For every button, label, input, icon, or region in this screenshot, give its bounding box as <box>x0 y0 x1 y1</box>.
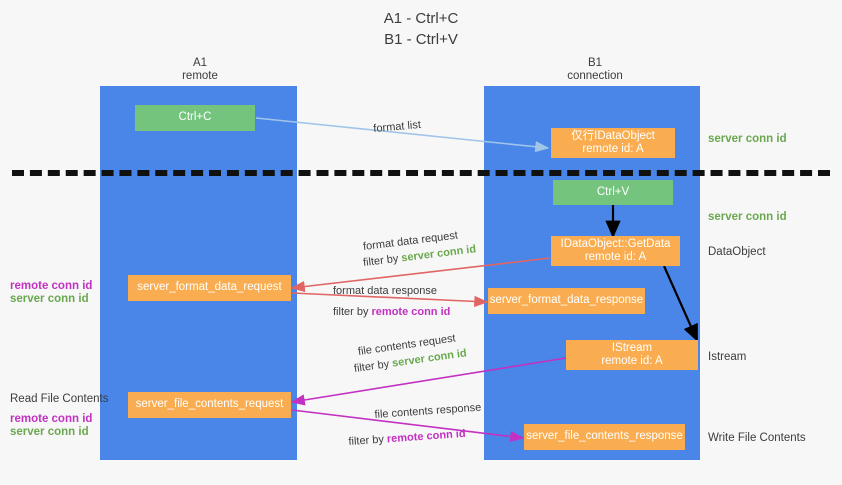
label-server-conn-id-second: server conn id <box>708 211 787 223</box>
box-idataobject-getdata-line1: IDataObject::GetData <box>560 237 671 250</box>
lane-b1-subtitle: connection <box>567 70 623 82</box>
box-idataobject-line2: remote id: A <box>582 143 644 155</box>
boundary-divider <box>12 170 830 176</box>
label-dataobject: DataObject <box>708 246 766 258</box>
label-format-data-response: format data response <box>333 285 437 297</box>
box-idataobject-line1: 仅行IDataObject <box>571 129 655 142</box>
box-idataobject-getdata-line2: remote id: A <box>584 251 647 263</box>
box-ctrl-c-label: Ctrl+C <box>178 111 212 124</box>
lane-a1-header: A1 remote <box>130 57 270 83</box>
box-ctrl-c[interactable]: Ctrl+C <box>135 105 255 131</box>
lane-a1-title: A1 <box>192 57 208 69</box>
box-istream[interactable]: IStream remote id: A <box>566 340 698 370</box>
filter-prefix-4: filter by <box>348 433 388 449</box>
label-file-contents-response: file contents response <box>374 401 482 422</box>
label-write-file-contents: Write File Contents <box>708 432 806 444</box>
filter-prefix-2: filter by <box>333 306 372 318</box>
filter-value-2: remote conn id <box>371 306 451 318</box>
box-idataobject[interactable]: 仅行IDataObject remote id: A <box>551 128 675 158</box>
lane-a1-subtitle: remote <box>182 70 218 82</box>
box-server-file-contents-request-label: server_file_contents_request <box>135 398 284 411</box>
box-server-file-contents-response-label: server_file_contents_response <box>526 430 683 443</box>
label-istream: Istream <box>708 351 747 363</box>
label-format-data-response-filter: filter by remote conn id <box>333 305 450 319</box>
filter-prefix-1: filter by <box>362 252 403 270</box>
label-server-conn-id-lower: server conn id <box>10 426 89 438</box>
box-server-file-contents-request[interactable]: server_file_contents_request <box>128 392 291 418</box>
box-istream-line2: remote id: A <box>601 355 663 367</box>
title-line-2: B1 - Ctrl+V <box>384 31 458 48</box>
label-server-conn-id-upper: server conn id <box>10 293 89 305</box>
box-server-format-data-request[interactable]: server_format_data_request <box>128 275 291 301</box>
label-remote-conn-id-lower: remote conn id <box>10 413 93 425</box>
box-ctrl-v-label: Ctrl+V <box>596 185 630 198</box>
filter-prefix-3: filter by <box>353 357 394 376</box>
box-istream-line1: IStream <box>611 341 653 354</box>
label-format-list: format list <box>372 118 422 136</box>
box-idataobject-getdata[interactable]: IDataObject::GetData remote id: A <box>551 236 680 266</box>
box-server-format-data-request-label: server_format_data_request <box>137 281 282 294</box>
label-remote-conn-id-upper: remote conn id <box>10 280 93 292</box>
label-read-file-contents: Read File Contents <box>10 393 109 405</box>
box-server-format-data-response-label: server_format_data_response <box>489 294 644 307</box>
filter-value-4: remote conn id <box>386 427 467 446</box>
lane-b1-title: B1 <box>587 57 603 69</box>
box-ctrl-v[interactable]: Ctrl+V <box>553 180 673 205</box>
page-title: A1 - Ctrl+C B1 - Ctrl+V <box>0 8 842 50</box>
box-server-file-contents-response[interactable]: server_file_contents_response <box>524 424 685 450</box>
title-line-1: A1 - Ctrl+C <box>383 10 459 27</box>
label-server-conn-id-top: server conn id <box>708 133 787 145</box>
label-file-contents-response-filter: filter by remote conn id <box>348 427 466 449</box>
lane-b1-header: B1 connection <box>520 57 670 83</box>
box-server-format-data-response[interactable]: server_format_data_response <box>488 288 645 314</box>
